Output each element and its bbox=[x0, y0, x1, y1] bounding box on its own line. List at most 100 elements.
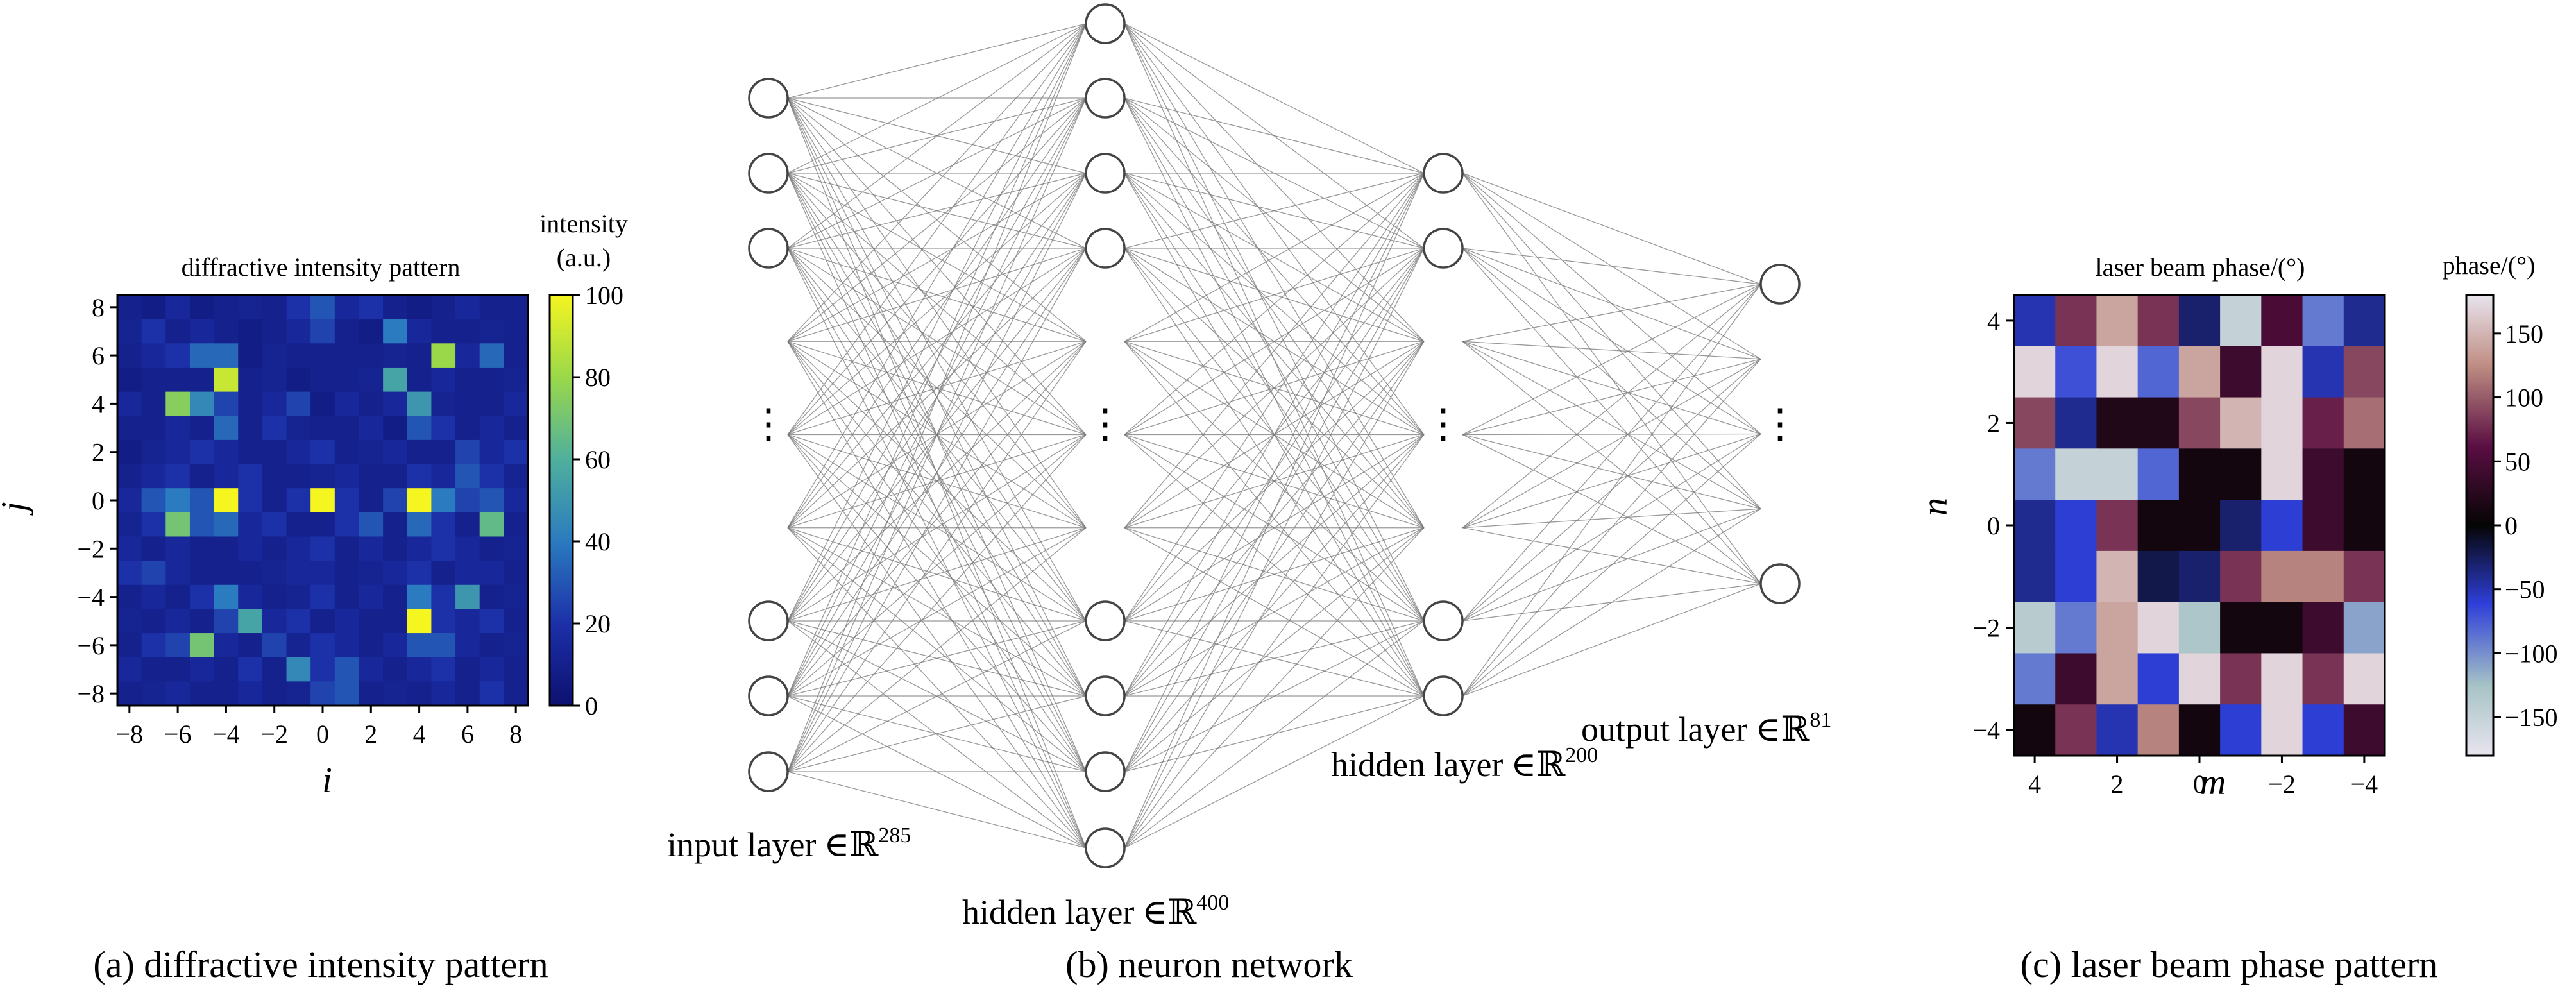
neuron-node bbox=[748, 153, 789, 194]
network-edge bbox=[787, 248, 1087, 849]
heatmap-a-cell bbox=[238, 343, 263, 368]
heatmap-a-cell bbox=[117, 609, 142, 634]
network-edge bbox=[1124, 23, 1425, 622]
network-edge bbox=[787, 23, 1087, 174]
heatmap-a-cell bbox=[334, 609, 360, 634]
colorbar-a-tick-label: 80 bbox=[585, 363, 611, 392]
heatmap-a-cell bbox=[334, 319, 360, 344]
heatmap-a-cell bbox=[455, 343, 480, 368]
network-edge bbox=[787, 248, 1087, 772]
heatmap-a-cell bbox=[238, 319, 263, 344]
heatmap-a-cell bbox=[455, 561, 480, 586]
heatmap-c-cell bbox=[2302, 550, 2344, 603]
heatmap-a-cell bbox=[359, 343, 384, 368]
heatmap-a-cell bbox=[189, 295, 215, 320]
heatmap-a-cell bbox=[359, 633, 384, 658]
heatmap-c-cell bbox=[2343, 602, 2385, 654]
heatmap-a-cell bbox=[407, 367, 432, 393]
input-layer-label: input layer∈ℝ285 bbox=[667, 824, 911, 865]
heatmap-a-cell bbox=[141, 416, 166, 441]
heatmap-a-cell bbox=[214, 536, 239, 561]
network-edge bbox=[1462, 248, 1761, 584]
heatmap-a-cell bbox=[431, 319, 456, 344]
heatmap-a-cell bbox=[504, 391, 529, 416]
network-edge bbox=[1124, 173, 1425, 435]
heatmap-a-cell bbox=[504, 512, 529, 538]
heatmap-a-xtick-label: 2 bbox=[364, 720, 377, 749]
heatmap-c-cell bbox=[2137, 295, 2180, 347]
heatmap-a-cell bbox=[504, 439, 529, 465]
heatmap-a-ylabel: j bbox=[0, 502, 34, 516]
heatmap-a-cell bbox=[165, 464, 191, 489]
heatmap-a-cell bbox=[238, 488, 263, 513]
heatmap-a-cell bbox=[214, 464, 239, 489]
heatmap-a-ytick-label: 8 bbox=[92, 293, 105, 322]
network-edge bbox=[1124, 97, 1425, 174]
heatmap-a-cell bbox=[479, 464, 504, 489]
panel-a-title: diffractive intensity pattern bbox=[182, 253, 461, 282]
heatmap-a-cell bbox=[214, 416, 239, 441]
heatmap-a-cell bbox=[431, 367, 456, 393]
heatmap-a-cell bbox=[286, 657, 311, 682]
heatmap-a-cell bbox=[334, 512, 360, 538]
network-edge bbox=[1462, 341, 1761, 509]
heatmap-a-cell bbox=[141, 488, 166, 513]
heatmap-c-cell bbox=[2014, 448, 2056, 500]
heatmap-a-cell bbox=[165, 512, 191, 538]
heatmap-c-cell bbox=[2178, 346, 2221, 398]
heatmap-a-cell bbox=[141, 633, 166, 658]
network-edge bbox=[1462, 359, 1761, 697]
heatmap-a-cell bbox=[479, 536, 504, 561]
network-edge bbox=[1124, 97, 1425, 342]
heatmap-a-cell bbox=[310, 633, 335, 658]
heatmap-a-cell bbox=[117, 295, 142, 320]
heatmap-a-cell bbox=[431, 488, 456, 513]
heatmap-c-ytick-label: −4 bbox=[1972, 716, 2000, 745]
heatmap-c-xtick-label: −2 bbox=[2268, 770, 2296, 799]
heatmap-a-cell bbox=[383, 609, 408, 634]
heatmap-a-cell bbox=[141, 512, 166, 538]
heatmap-a-cell bbox=[504, 561, 529, 586]
heatmap-a-xtick-label: −8 bbox=[116, 720, 144, 749]
network-edge bbox=[1462, 284, 1761, 529]
colorbar-c-tick-label: −100 bbox=[2505, 639, 2558, 668]
colorbar-c-tick-label: 150 bbox=[2505, 319, 2543, 348]
heatmap-c-cell bbox=[2055, 346, 2097, 398]
network-edge bbox=[787, 620, 1087, 772]
heatmap-a-cell bbox=[383, 295, 408, 320]
heatmap-a-cell bbox=[214, 319, 239, 344]
network-edge bbox=[1124, 173, 1425, 529]
heatmap-a-cell bbox=[117, 367, 142, 393]
heatmap-a-cell bbox=[189, 416, 215, 441]
colorbar-a bbox=[548, 294, 574, 707]
heatmap-c-cell bbox=[2055, 500, 2097, 552]
phase-heatmap bbox=[2014, 295, 2385, 756]
heatmap-a-xtick-label: 4 bbox=[413, 720, 426, 749]
heatmap-a-cell bbox=[189, 536, 215, 561]
heatmap-a-cell bbox=[383, 512, 408, 538]
heatmap-a-cell bbox=[407, 488, 432, 513]
heatmap-a-cell bbox=[262, 512, 287, 538]
network-edge bbox=[1462, 284, 1761, 622]
heatmap-a-cell bbox=[334, 657, 360, 682]
heatmap-a-cell bbox=[189, 657, 215, 682]
network-edge bbox=[787, 434, 1087, 697]
heatmap-c-cell bbox=[2261, 397, 2303, 449]
heatmap-a-cell bbox=[504, 343, 529, 368]
heatmap-a-cell bbox=[359, 391, 384, 416]
caption-c: (c) laser beam phase pattern bbox=[2021, 944, 2438, 985]
heatmap-a-cell bbox=[504, 657, 529, 682]
heatmap-a-cell bbox=[262, 609, 287, 634]
heatmap-a-cell bbox=[431, 633, 456, 658]
heatmap-a-cell bbox=[165, 657, 191, 682]
heatmap-a-cell bbox=[189, 561, 215, 586]
heatmap-a-cell bbox=[117, 633, 142, 658]
hidden-layer-2-label: hidden layer∈ℝ200 bbox=[1331, 743, 1598, 784]
heatmap-a-cell bbox=[431, 464, 456, 489]
heatmap-a-cell bbox=[214, 343, 239, 368]
heatmap-a-cell bbox=[262, 343, 287, 368]
network-edge bbox=[1462, 434, 1761, 509]
heatmap-a-cell bbox=[407, 681, 432, 706]
heatmap-a-cell bbox=[359, 584, 384, 610]
